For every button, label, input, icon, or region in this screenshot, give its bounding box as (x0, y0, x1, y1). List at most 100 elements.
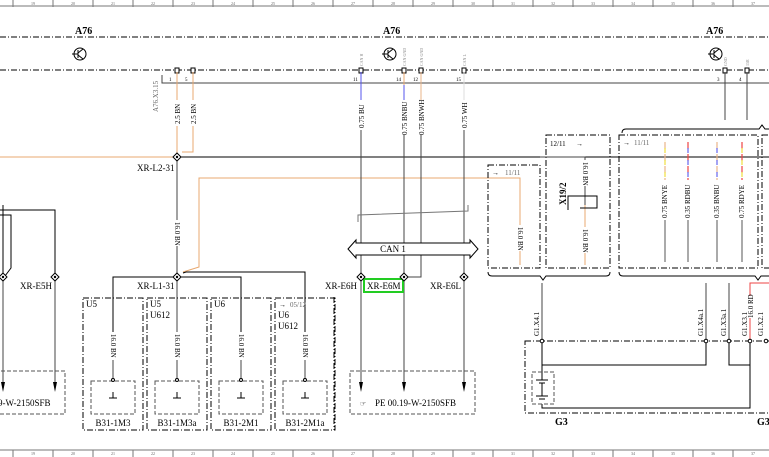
battery-icon (536, 379, 548, 400)
ruler-label: 33 (591, 451, 595, 456)
ref-label-left[interactable]: 9-W-2150SFB (0, 398, 51, 408)
ref-box-mid (349, 370, 476, 415)
a76-label-left: A76 (75, 26, 92, 37)
wire-label: 0.75 BU (358, 104, 366, 128)
wire-label: 0.35 RDBU (684, 185, 692, 218)
ruler-label: 35 (671, 451, 675, 456)
brace-bottom-left (487, 271, 611, 281)
terminal-icon (239, 378, 243, 382)
wire-label: 0.75 BNBU (401, 102, 409, 135)
pin-number: 11 (353, 78, 358, 83)
ruler-label: 20 (71, 1, 75, 6)
splice-dot (462, 275, 466, 279)
node-label-l2: XR-L2-31 (137, 163, 175, 173)
ruler-label: 23 (191, 451, 195, 456)
g3-pin-label: G1.X3.1 (741, 311, 749, 336)
pin-function: CAN GND (402, 48, 407, 66)
splice-dot (1, 275, 5, 279)
variant-box (274, 297, 336, 431)
node-label-l1: XR-L1-31 (137, 281, 175, 291)
pin-function: CAN L (462, 54, 467, 66)
arrow-down-icon (402, 382, 406, 392)
ruler-label: 25 (271, 451, 275, 456)
reference-icon: ☞ (360, 400, 366, 408)
ruler-label: 26 (311, 451, 315, 456)
splice-dot (175, 155, 179, 159)
wire-label: 0.35 BNBU (713, 185, 721, 218)
pin-function: CAN H (359, 54, 364, 66)
a76-label-mid: A76 (383, 26, 400, 37)
ref-label-mid[interactable]: PE 00.19-W-2150SFB (375, 398, 456, 408)
ruler-label: 36 (711, 451, 715, 456)
transistor-icon (72, 47, 87, 61)
wire-orange-feed (182, 177, 521, 273)
ruler-label: 19 (31, 451, 35, 456)
connector-a76-x3 (161, 75, 769, 84)
ruler-label: 29 (431, 451, 435, 456)
battery-box (531, 371, 555, 405)
wire-label: 16.0 BN (237, 334, 245, 358)
ground-label: B31-2M1 (223, 418, 258, 428)
node-label-e6m[interactable]: XR-E6M (367, 281, 401, 291)
ruler-label: 22 (151, 451, 155, 456)
ruler-label: 36 (711, 1, 715, 6)
ruler-label: 34 (631, 451, 635, 456)
transistor-icon (382, 47, 397, 61)
wire-label: 16.0 BN (173, 334, 181, 358)
g3-pin-icon (703, 338, 709, 344)
g3-pin-label: G1.X4.1 (533, 311, 541, 336)
ref-label[interactable]: 05/12 (290, 301, 306, 309)
ruler-label: 32 (551, 1, 555, 6)
g3-pin-label: G1.X3a.1 (720, 308, 728, 336)
ruler-label: 33 (591, 1, 595, 6)
ruler-label: 25 (271, 1, 275, 6)
wire-label: 16.0 BN (581, 229, 589, 253)
variant-label: U5 (86, 299, 97, 309)
ruler-label: 21 (111, 1, 115, 6)
wire-label: 2.5 BN (190, 104, 198, 124)
splice-dot (402, 275, 406, 279)
ruler-label: 31 (511, 451, 515, 456)
pin-function: 15R (745, 59, 750, 66)
pin-number: 14 (396, 78, 402, 83)
ruler-label: 20 (71, 451, 75, 456)
ref-label[interactable]: 11/11 (634, 139, 650, 147)
wire-label: 0.75 WH (461, 102, 469, 128)
ruler-label: 30 (471, 1, 475, 6)
wire-label: 16.0 BN (516, 227, 524, 251)
ruler-label: 34 (631, 1, 635, 6)
ground-label: B31-2M1a (286, 418, 325, 428)
g3-pin-label: G1.X2.1 (757, 311, 765, 336)
variant-label: U6 (214, 299, 225, 309)
highlight-box[interactable] (363, 278, 404, 293)
pin-function: CAN GND (419, 48, 424, 66)
ruler-label: 31 (511, 1, 515, 6)
terminal-icon (175, 378, 179, 382)
ruler-label: 30 (471, 451, 475, 456)
wire-l1-m1a (182, 271, 306, 355)
wire-label: 2.5 BN (174, 104, 182, 124)
variant-box (146, 297, 208, 431)
box-1111-large (618, 134, 759, 269)
pin-number: 4 (739, 78, 742, 83)
arrow-down-icon (359, 382, 363, 392)
variant-label: U612 (150, 310, 170, 320)
ref-label[interactable]: 12/11 (550, 140, 566, 148)
splice-dot (53, 275, 57, 279)
pin-number: 3 (717, 78, 720, 83)
ref-label[interactable]: 11/11 (505, 169, 521, 177)
terminal-icon (303, 378, 307, 382)
wire-red (749, 282, 769, 341)
variant-box (210, 297, 272, 431)
g3-label: G3 (555, 417, 568, 428)
box-edge-right (761, 134, 769, 269)
wire-e5h (0, 209, 56, 277)
can-bus-label: CAN 1 (380, 244, 406, 254)
ruler-label: 24 (231, 451, 235, 456)
g3-pin-icon (763, 338, 769, 344)
wire-label: 16.0 BN (109, 334, 117, 358)
node-label-e5h: XR-E5H (20, 281, 52, 291)
